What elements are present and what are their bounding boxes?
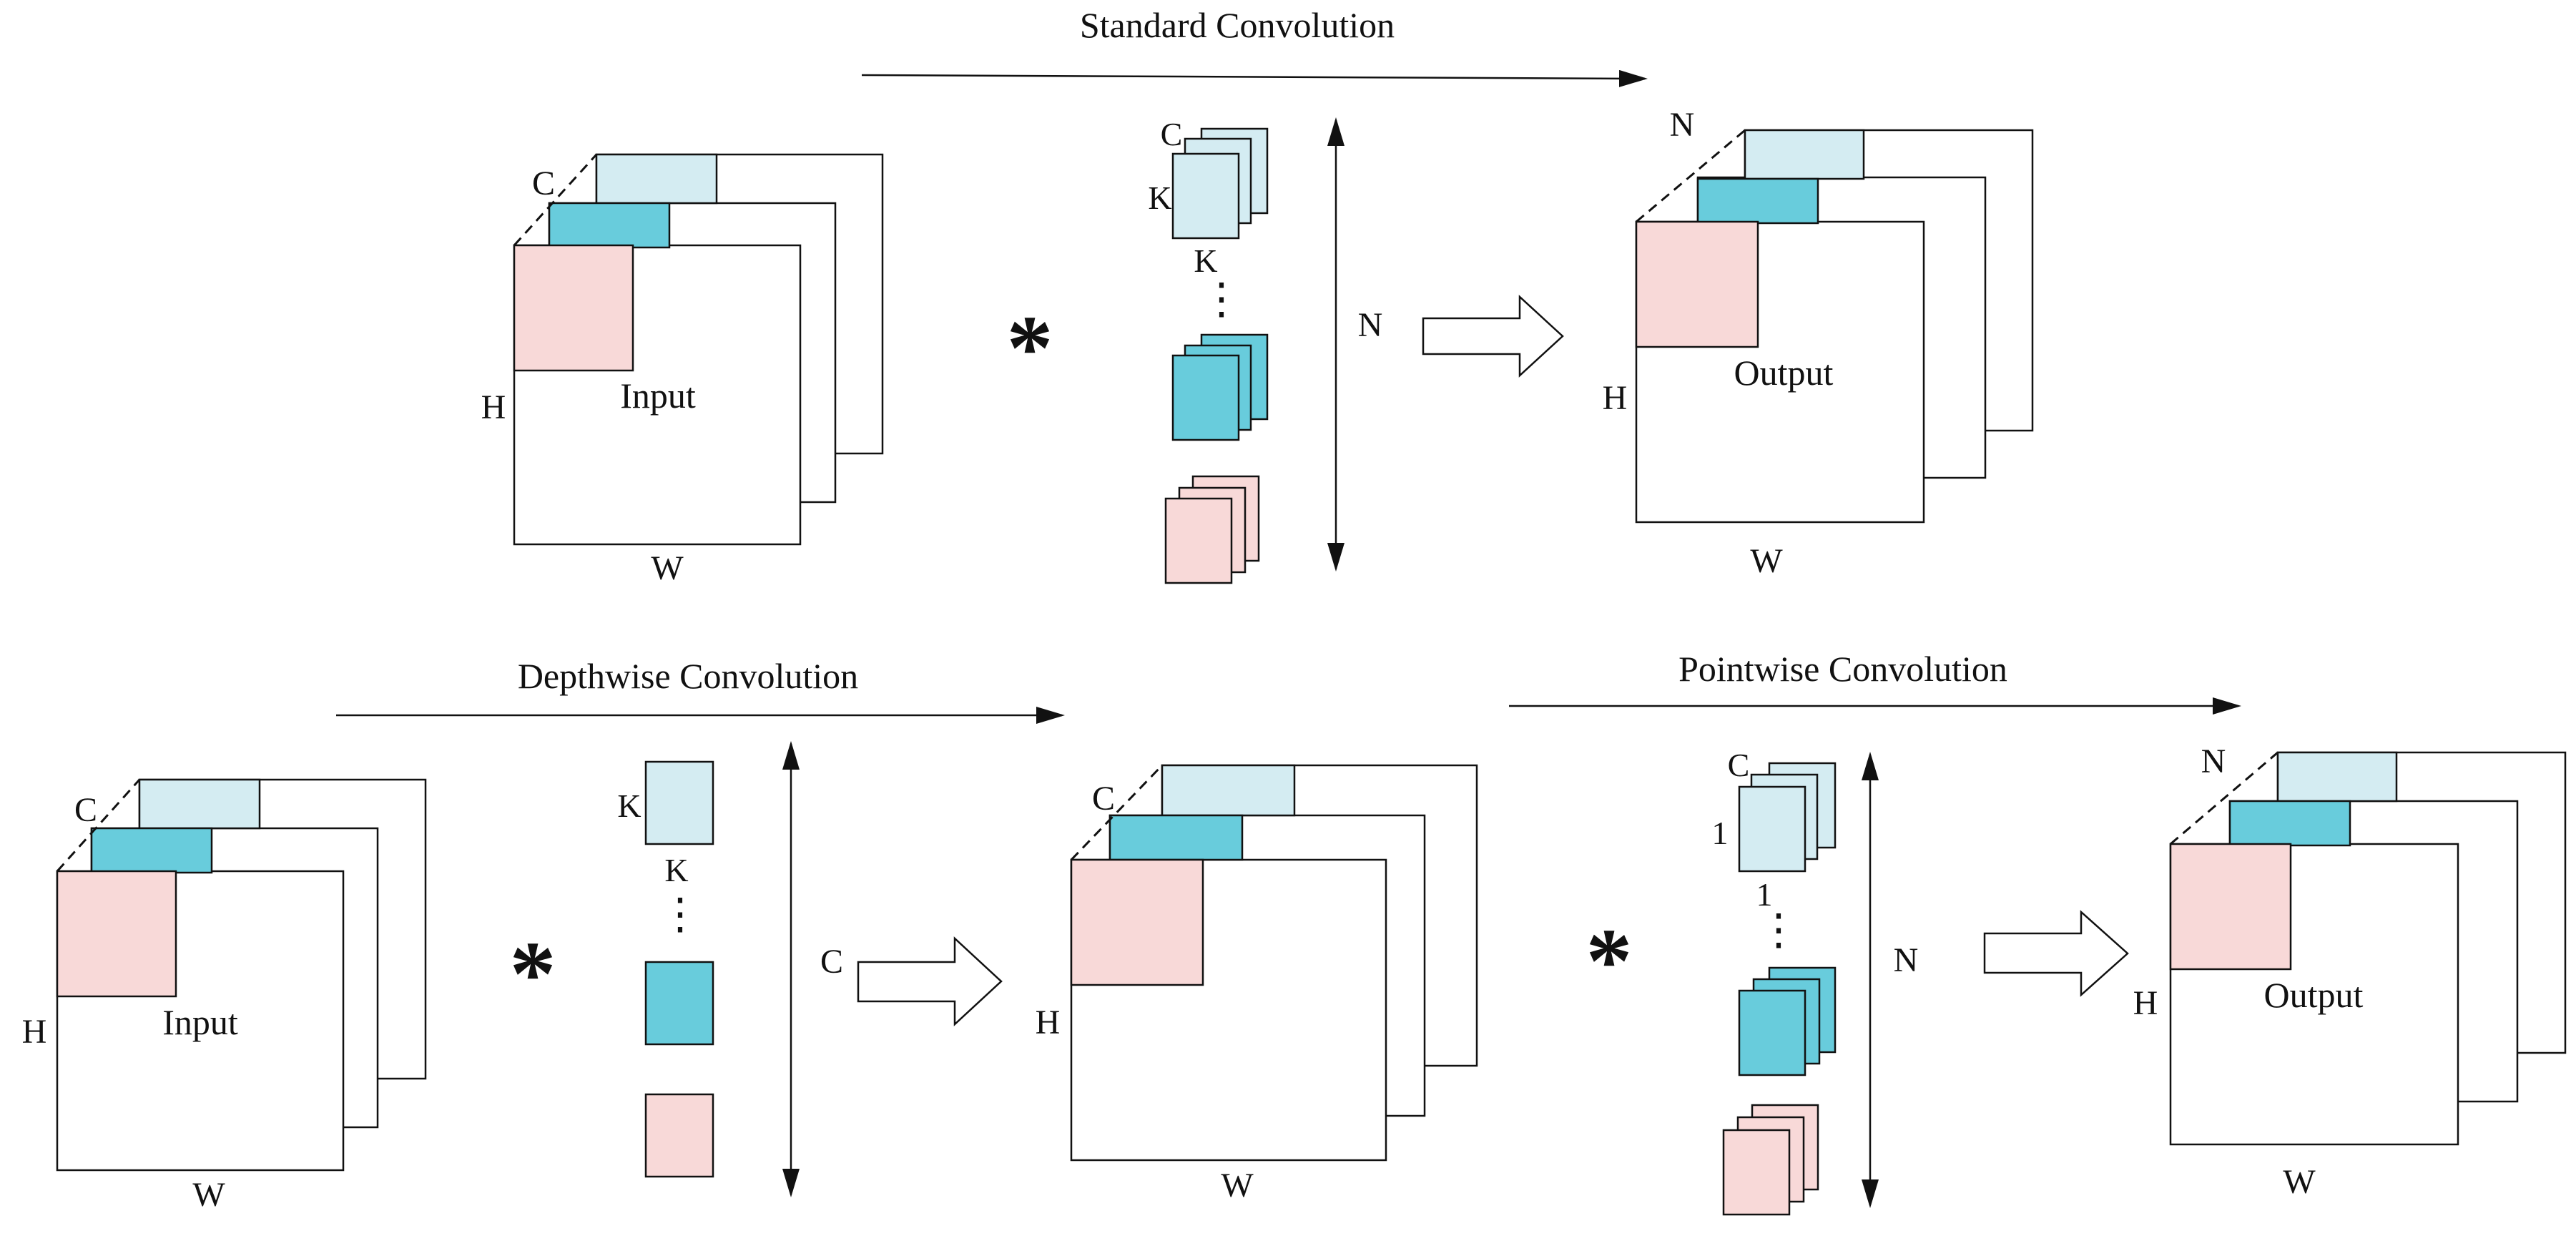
input-patch-teal bbox=[548, 202, 671, 249]
output-name-label: Output bbox=[1734, 353, 1834, 393]
input-channel-label: C bbox=[532, 165, 555, 202]
pointwise-output-tensor: N H W Output bbox=[2133, 742, 2567, 1201]
output-patch-pink bbox=[1070, 858, 1204, 986]
output-channel-label: N bbox=[1670, 106, 1695, 144]
output-patch-teal bbox=[1696, 177, 1819, 225]
input-depth-dashes bbox=[513, 153, 598, 247]
input-width-label: W bbox=[651, 549, 684, 587]
kernel-height-label: 1 bbox=[1712, 815, 1729, 851]
kernel-light bbox=[644, 760, 714, 845]
kernel-width-label: K bbox=[1194, 242, 1217, 279]
input-height-label: H bbox=[481, 388, 506, 426]
input-patch-teal bbox=[90, 827, 213, 874]
kernel-ellipsis: ⋮ bbox=[659, 891, 702, 938]
standard-output-tensor: N H W Output bbox=[1603, 106, 2034, 580]
depthwise-convolution-section: Depthwise Convolution C H W Input * K K … bbox=[22, 656, 1478, 1214]
output-channel-label: C bbox=[1092, 780, 1115, 818]
input-channel-label: C bbox=[74, 791, 97, 829]
output-height-label: H bbox=[2133, 984, 2158, 1022]
kernel-pink-layer bbox=[1164, 497, 1233, 584]
kernel-depth-label: C bbox=[1161, 116, 1183, 152]
output-channel-label: N bbox=[2201, 742, 2226, 780]
kernel-pink-layer bbox=[1722, 1129, 1791, 1216]
input-width-label: W bbox=[192, 1176, 225, 1214]
kernel-width-label: 1 bbox=[1756, 876, 1773, 913]
kernel-ellipsis: ⋮ bbox=[1200, 275, 1243, 323]
kernel-light-layer bbox=[1738, 785, 1806, 873]
kernel-height-label: K bbox=[1148, 180, 1171, 216]
kernel-count-label: C bbox=[820, 943, 843, 981]
standard-arrow bbox=[861, 69, 1648, 87]
kernel-width-label: K bbox=[664, 852, 688, 888]
kernel-teal bbox=[644, 961, 714, 1046]
depthwise-kernels: K K ⋮ C bbox=[617, 741, 843, 1197]
kernel-teal-layer bbox=[1738, 989, 1806, 1076]
conv-operator-symbol: * bbox=[1586, 910, 1633, 1013]
kernel-ellipsis: ⋮ bbox=[1757, 906, 1800, 953]
output-width-label: W bbox=[1750, 542, 1783, 580]
output-patch-light bbox=[2276, 751, 2398, 803]
input-height-label: H bbox=[22, 1013, 47, 1051]
standard-title: Standard Convolution bbox=[1080, 5, 1395, 45]
standard-input-tensor: C H W Input bbox=[481, 153, 884, 587]
output-depth-dashes bbox=[1636, 129, 1746, 223]
input-patch-light bbox=[138, 778, 261, 830]
standard-convolution-section: Standard Convolution C H W Input * bbox=[481, 5, 2034, 587]
conv-operator-symbol: * bbox=[1007, 297, 1053, 400]
standard-kernel-stacks: C K K ⋮ N bbox=[1148, 116, 1383, 584]
depthwise-title: Depthwise Convolution bbox=[518, 656, 858, 696]
conv-operator-symbol: * bbox=[510, 923, 556, 1026]
pointwise-title: Pointwise Convolution bbox=[1678, 649, 2007, 689]
output-name-label: Output bbox=[2264, 975, 2364, 1015]
pointwise-convolution-section: Pointwise Convolution * C 1 1 ⋮ N bbox=[1509, 649, 2567, 1216]
input-depth-dashes bbox=[56, 778, 141, 873]
output-patch-teal bbox=[2228, 800, 2351, 847]
input-name-label: Input bbox=[620, 376, 696, 416]
kernel-light-layer bbox=[1171, 152, 1240, 240]
result-arrow-icon bbox=[1983, 910, 2129, 997]
result-arrow-icon bbox=[1422, 295, 1564, 378]
output-depth-dashes bbox=[2170, 751, 2278, 845]
output-width-label: W bbox=[2283, 1163, 2316, 1201]
result-arrow-icon bbox=[857, 936, 1003, 1026]
depthwise-output-tensor: C H W bbox=[1036, 764, 1478, 1205]
output-patch-pink bbox=[1635, 220, 1759, 348]
output-patch-light bbox=[1744, 129, 1865, 180]
kernel-height-label: K bbox=[617, 788, 641, 824]
kernel-count-label: N bbox=[1358, 306, 1383, 344]
input-patch-pink bbox=[56, 870, 177, 998]
output-height-label: H bbox=[1036, 1004, 1061, 1041]
input-name-label: Input bbox=[162, 1002, 238, 1042]
kernel-pink bbox=[644, 1093, 714, 1178]
output-width-label: W bbox=[1221, 1167, 1254, 1205]
kernel-count-label: N bbox=[1894, 941, 1919, 979]
output-height-label: H bbox=[1603, 379, 1628, 417]
output-patch-teal bbox=[1108, 814, 1244, 861]
input-patch-pink bbox=[513, 244, 634, 372]
input-patch-light bbox=[595, 153, 718, 205]
pointwise-kernel-stacks: C 1 1 ⋮ N bbox=[1712, 747, 1919, 1216]
kernel-teal-layer bbox=[1171, 354, 1240, 441]
output-patch-light bbox=[1161, 764, 1296, 817]
kernel-depth-label: C bbox=[1728, 747, 1750, 783]
output-patch-pink bbox=[2169, 843, 2292, 971]
depthwise-input-tensor: C H W Input bbox=[22, 778, 427, 1214]
output-depth-dashes bbox=[1070, 764, 1164, 861]
